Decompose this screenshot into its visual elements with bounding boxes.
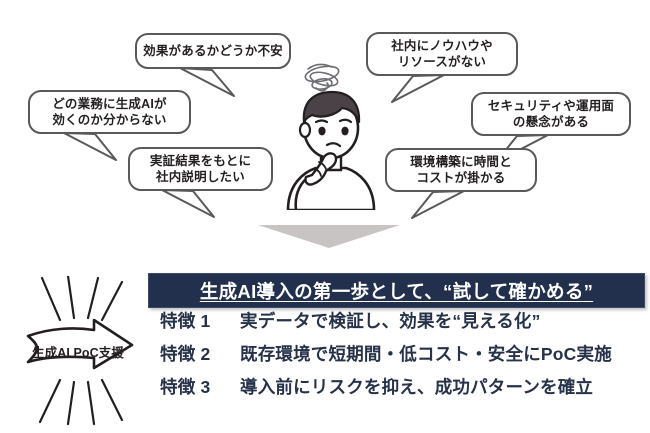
feature-row: 特徴 2 既存環境で短期間・低コスト・安全にPoC実施 [160,344,640,379]
right-arrow-icon [26,318,134,370]
speech-bubble-security-ops: セキュリティや運用面 の懸念がある [471,92,631,136]
poc-support-burst-icon [26,276,134,426]
headline-banner-text: 生成AI導入の第一歩として、“試して確かめる” [199,280,594,302]
headline-banner: 生成AI導入の第一歩として、“試して確かめる” [148,273,645,308]
transition-down-arrow-icon [258,225,400,248]
burst-lines-bottom [38,378,124,426]
burst-lines-top [40,276,124,322]
worried-person-illustration [286,63,376,210]
speech-bubble-tail-no-knowhow [391,73,445,103]
speech-bubble-no-knowhow: 社内にノウハウや リソースがない [366,32,518,76]
feature-label: 特徴 2 [160,344,211,364]
speech-bubble-text: 実証結果をもとに 社内説明したい [149,153,252,185]
speech-bubble-tail-time-cost [411,189,465,219]
speech-bubble-tail-internal-explain [161,188,215,218]
feature-list: 特徴 1 実データで検証し、効果を“見える化” 特徴 2 既存環境で短期間・低コ… [160,311,640,412]
speech-bubble-effect-anxiety: 効果があるかどうか不安 [135,33,291,69]
speech-bubble-text: どの業務に生成AIが 効くのか分からない [52,96,167,128]
speech-bubble-text: 環境構築に時間と コストが掛かる [410,154,512,186]
speech-bubble-internal-explain: 実証結果をもとに 社内説明したい [128,147,273,191]
feature-description: 実データで検証し、効果を“見える化” [240,311,541,331]
poc-support-caption: 生成AI PoC支援 [32,346,124,360]
speech-bubble-which-task: どの業務に生成AIが 効くのか分からない [28,90,191,134]
speech-bubble-text: 社内にノウハウや リソースがない [391,38,493,70]
feature-label: 特徴 1 [160,311,211,331]
feature-row: 特徴 1 実データで検証し、効果を“見える化” [160,311,640,346]
feature-description: 既存環境で短期間・低コスト・安全にPoC実施 [240,344,612,364]
confusion-scribble-icon [304,63,340,92]
feature-label: 特徴 3 [160,377,211,397]
speech-bubble-text: 効果があるかどうか不安 [143,43,283,58]
feature-description: 導入前にリスクを抑え、成功パターンを確立 [240,377,594,397]
speech-bubble-text: セキュリティや運用面 の懸念がある [487,98,615,130]
speech-bubble-time-cost: 環境構築に時間と コストが掛かる [385,148,537,192]
feature-row: 特徴 3 導入前にリスクを抑え、成功パターンを確立 [160,377,640,412]
speech-bubble-tail-which-task [63,131,117,161]
